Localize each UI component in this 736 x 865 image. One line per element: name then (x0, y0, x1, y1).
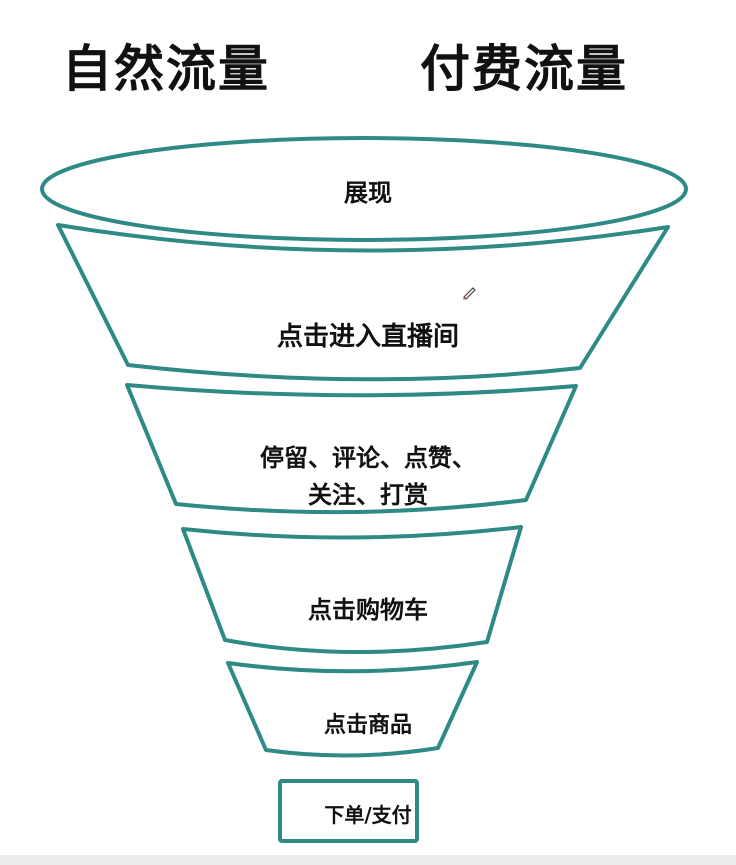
funnel-stage-3-shape (181, 525, 523, 655)
funnel-stage-2-shape (125, 383, 578, 515)
funnel-stage-2-label-line1: 停留、评论、点赞、 (260, 444, 476, 472)
funnel-stage-5-label: 下单/支付 (324, 803, 412, 827)
funnel-stage-5-shape (278, 779, 419, 843)
bottom-strip (0, 855, 736, 865)
funnel-stage-4-shape (226, 660, 479, 758)
funnel-stage-0-label: 展现 (344, 179, 392, 207)
funnel-stage-2-label-line2: 关注、打赏 (308, 481, 428, 510)
paid-traffic-title: 付费流量 (420, 40, 628, 98)
funnel-stage-1-label: 点击进入直播间 (276, 322, 459, 352)
pen-cursor-icon (463, 287, 476, 300)
funnel-stage-2-label: 停留、评论、点赞、 关注、打赏 (0, 440, 736, 514)
funnel-stage-1-shape (56, 223, 670, 382)
funnel-stage-0-shape (40, 136, 688, 242)
funnel-stage-3-label: 点击购物车 (308, 596, 428, 624)
funnel-stage-4-label: 点击商品 (323, 713, 412, 738)
natural-traffic-title: 自然流量 (62, 40, 270, 98)
